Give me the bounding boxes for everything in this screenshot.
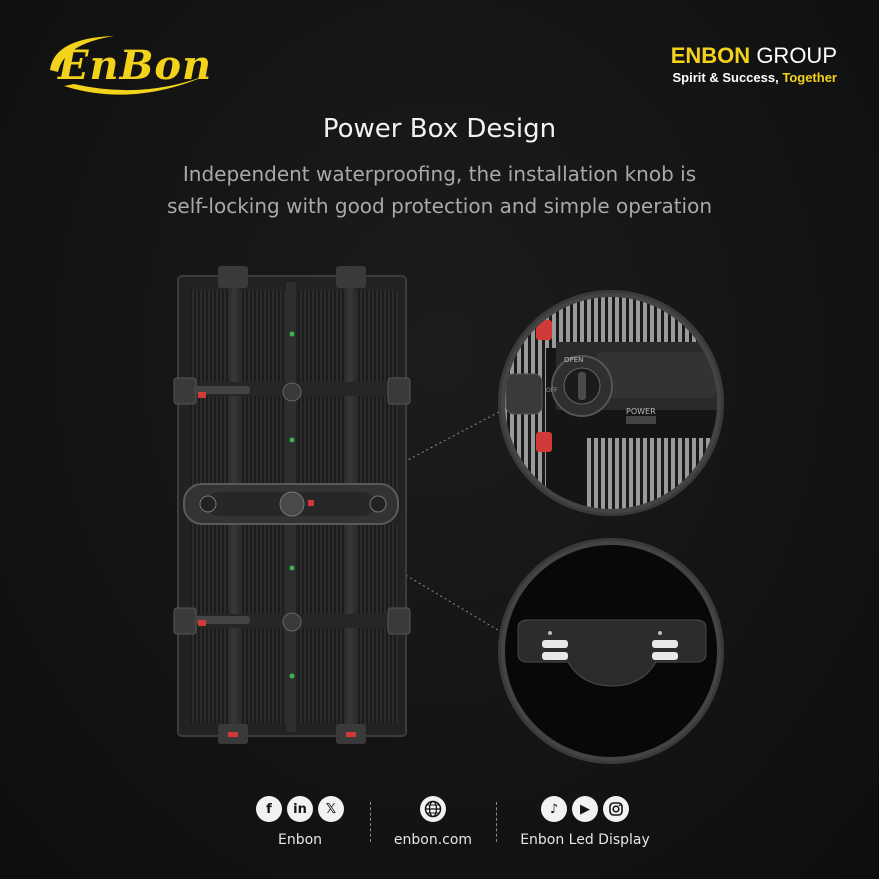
- x-icon[interactable]: 𝕏: [318, 796, 344, 822]
- footer-social-label[interactable]: Enbon: [277, 832, 323, 848]
- footer: f in 𝕏 Enbon enbon.com: [0, 796, 879, 856]
- footer-website-label[interactable]: enbon.com: [393, 832, 473, 848]
- instagram-glyph: [609, 802, 623, 816]
- enbon-logo: EnBon: [44, 30, 216, 100]
- knob-detail-image: OPEN OFF POWER: [498, 290, 724, 516]
- footer-divider-1: [370, 802, 371, 842]
- instagram-icon[interactable]: [603, 796, 629, 822]
- group-name: ENBON GROUP: [671, 44, 837, 68]
- linkedin-icon[interactable]: in: [287, 796, 313, 822]
- tagline-highlight: Together: [782, 70, 837, 85]
- power-label: POWER: [626, 407, 656, 416]
- tiktok-icon[interactable]: ♪: [541, 796, 567, 822]
- knob-off-label: OFF: [546, 387, 558, 394]
- footer-website: enbon.com: [380, 796, 486, 848]
- footer-social: f in 𝕏 Enbon: [240, 796, 360, 848]
- footer-divider-2: [496, 802, 497, 842]
- power-box-detail-image: [498, 538, 724, 764]
- subtitle-line-1: Independent waterproofing, the installat…: [182, 162, 697, 186]
- group-tagline: Spirit & Success, Together: [671, 70, 838, 85]
- group-brand: ENBON: [670, 43, 751, 68]
- youtube-icon[interactable]: ▶: [572, 796, 598, 822]
- globe-icon[interactable]: [420, 796, 446, 822]
- logo-swoosh: [50, 36, 210, 95]
- knob-open-label: OPEN: [564, 356, 583, 364]
- logo-text: EnBon: [58, 42, 213, 89]
- led-cabinet-image: [173, 266, 411, 744]
- group-suffix: GROUP: [756, 43, 837, 68]
- facebook-icon[interactable]: f: [256, 796, 282, 822]
- group-block: ENBON GROUP Spirit & Success, Together: [671, 44, 838, 86]
- callout-line-knob: [319, 401, 519, 507]
- subtitle-line-2: self-locking with good protection and si…: [166, 194, 713, 218]
- tagline-main: Spirit & Success,: [672, 70, 779, 85]
- footer-video-label[interactable]: Enbon Led Display: [520, 832, 650, 848]
- globe-glyph: [424, 800, 442, 818]
- page-title: Power Box Design: [322, 114, 557, 144]
- page-subtitle: Independent waterproofing, the installat…: [0, 158, 879, 222]
- callout-line-box: [319, 523, 519, 643]
- footer-video: ♪ ▶ Enbon Led Display: [506, 796, 664, 848]
